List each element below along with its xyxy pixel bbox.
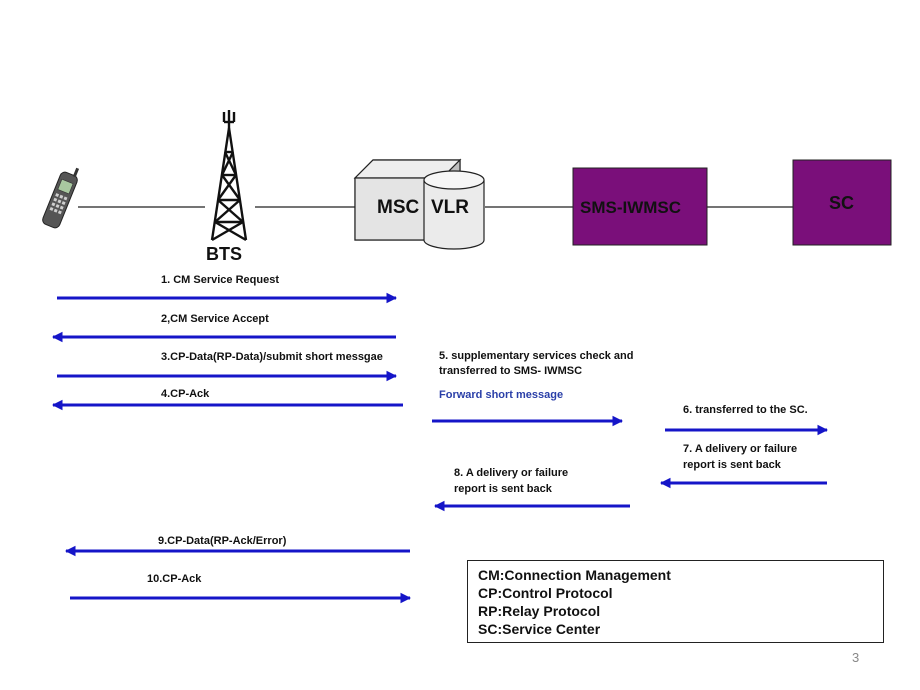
- message-7-label-line1: 7. A delivery or failure: [683, 443, 798, 455]
- message-1-label: 1. CM Service Request: [161, 274, 279, 286]
- message-9-label: 9.CP-Data(RP-Ack/Error): [158, 535, 287, 547]
- page-number: 3: [852, 650, 860, 665]
- legend-item-cp: CP:Control Protocol: [478, 585, 613, 601]
- sms-iwmsc-box: [572, 167, 708, 246]
- message-5-label-line1: 5. supplementary services check and: [439, 350, 634, 362]
- legend-item-rp: RP:Relay Protocol: [478, 603, 601, 619]
- mobile-phone-icon: [42, 167, 80, 229]
- sc-box: [792, 159, 892, 246]
- message-10-label: 10.CP-Ack: [147, 573, 202, 585]
- message-5-sublabel: Forward short message: [439, 389, 564, 401]
- message-7-label-line2: report is sent back: [683, 459, 781, 471]
- sc-label: SC: [829, 193, 855, 213]
- vlr-label: VLR: [431, 197, 469, 218]
- message-4-label: 4.CP-Ack: [161, 388, 210, 400]
- bts-label: BTS: [206, 244, 242, 264]
- message-2-label: 2,CM Service Accept: [161, 313, 269, 325]
- message-5-label-line2: transferred to SMS- IWMSC: [439, 365, 583, 377]
- legend-item-sc: SC:Service Center: [478, 621, 601, 637]
- bts-tower-icon: [210, 110, 248, 242]
- message-8-label-line2: report is sent back: [454, 483, 552, 495]
- msc-label: MSC: [377, 197, 420, 218]
- sms-iwmsc-label: SMS-IWMSC: [580, 198, 682, 217]
- legend-item-cm: CM:Connection Management: [478, 567, 671, 583]
- abbreviation-legend: CM:Connection Management CP:Control Prot…: [467, 560, 884, 643]
- message-8-label-line1: 8. A delivery or failure: [454, 467, 569, 479]
- message-3-label: 3.CP-Data(RP-Data)/submit short messgae: [161, 351, 383, 363]
- message-arrows: [51, 292, 829, 604]
- message-6-label: 6. transferred to the SC.: [683, 404, 808, 416]
- vlr-database-icon: [423, 170, 485, 250]
